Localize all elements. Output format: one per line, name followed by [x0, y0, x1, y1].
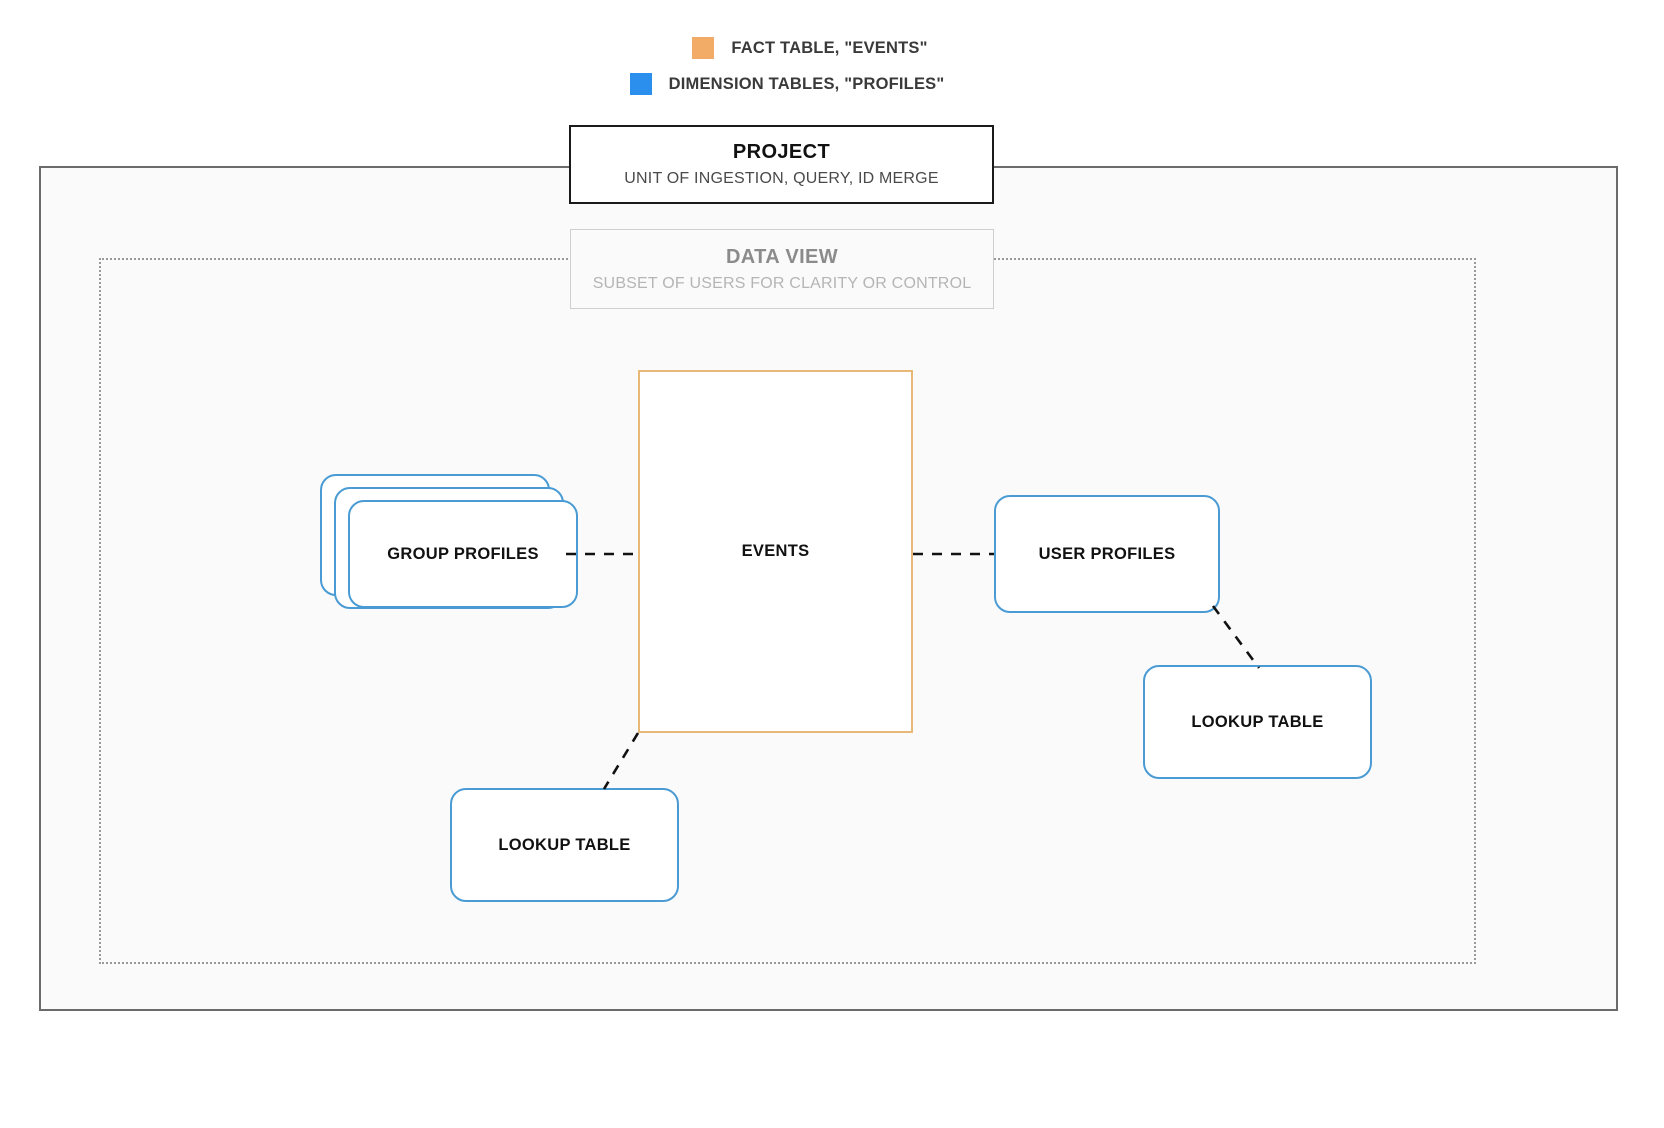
legend-label-dimension-tables: DIMENSION TABLES, "PROFILES" [668, 74, 945, 93]
lookup-table-right-label: LOOKUP TABLE [1191, 712, 1324, 731]
lookup-table-left-label: LOOKUP TABLE [498, 835, 631, 854]
group-profiles-label: GROUP PROFILES [387, 544, 539, 563]
data-view-subtitle: SUBSET OF USERS FOR CLARITY OR CONTROL [592, 274, 972, 292]
legend-label-fact-table: FACT TABLE, "EVENTS" [731, 38, 928, 57]
project-header-box: PROJECT UNIT OF INGESTION, QUERY, ID MER… [569, 125, 994, 204]
legend-item-dimension-tables: DIMENSION TABLES, "PROFILES" [0, 66, 1664, 102]
square-swatch-icon [629, 73, 652, 95]
square-swatch-icon [692, 37, 715, 59]
data-view-title: DATA VIEW [725, 245, 839, 268]
group-profiles-card: GROUP PROFILES [348, 500, 578, 608]
user-profiles-card: USER PROFILES [994, 495, 1220, 613]
fact-table-events: EVENTS [638, 370, 913, 733]
lookup-table-left-card: LOOKUP TABLE [450, 788, 679, 902]
project-title: PROJECT [732, 141, 831, 163]
data-view-header-box: DATA VIEW SUBSET OF USERS FOR CLARITY OR… [570, 229, 994, 309]
legend: FACT TABLE, "EVENTS" DIMENSION TABLES, "… [0, 30, 1664, 102]
fact-table-events-label: EVENTS [741, 542, 810, 560]
project-subtitle: UNIT OF INGESTION, QUERY, ID MERGE [624, 170, 939, 187]
legend-item-fact-table: FACT TABLE, "EVENTS" [0, 30, 1664, 66]
lookup-table-right-card: LOOKUP TABLE [1143, 665, 1372, 779]
user-profiles-label: USER PROFILES [1038, 544, 1176, 563]
